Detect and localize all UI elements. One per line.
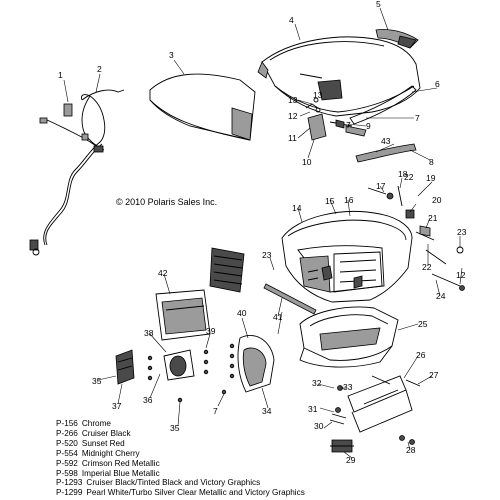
latch bbox=[330, 439, 354, 453]
paint-code: P-598 bbox=[56, 468, 78, 478]
callout-20: 20 bbox=[432, 195, 442, 205]
paint-name: Cruiser Black/Tinted Black and Victory G… bbox=[86, 478, 261, 488]
callout-37: 37 bbox=[112, 401, 122, 411]
paint-code: P-266 bbox=[56, 428, 78, 438]
callout-33: 33 bbox=[343, 382, 353, 392]
paint-code: P-592 bbox=[56, 458, 78, 468]
callout-38: 38 bbox=[144, 328, 154, 338]
callout-22: 22 bbox=[422, 262, 432, 272]
callout-39: 39 bbox=[206, 326, 216, 336]
paint-name: Cruiser Black bbox=[81, 428, 131, 438]
callout-13: 13 bbox=[288, 95, 298, 105]
hinge-assembly bbox=[305, 97, 367, 141]
callout-15: 15 bbox=[325, 196, 335, 206]
speaker-enclosure bbox=[155, 289, 211, 341]
trim-strip bbox=[355, 143, 417, 163]
lid-liner bbox=[149, 73, 256, 141]
callout-7: 7 bbox=[415, 113, 420, 123]
callout-43: 43 bbox=[381, 136, 391, 146]
callout-7c: 7 bbox=[346, 120, 351, 130]
callout-6: 6 bbox=[435, 79, 440, 89]
copyright-notice: © 2010 Polaris Sales Inc. bbox=[116, 197, 217, 207]
paint-name: Sunset Red bbox=[81, 438, 125, 448]
callout-35b: 35 bbox=[170, 423, 180, 433]
callout-19: 19 bbox=[426, 173, 436, 183]
callout-23: 23 bbox=[457, 227, 467, 237]
paint-code: P-1299 bbox=[56, 488, 83, 498]
speaker-grille bbox=[209, 247, 245, 293]
trunk-lid bbox=[257, 36, 421, 117]
callout-5: 5 bbox=[376, 0, 381, 9]
callout-23b: 23 bbox=[262, 250, 272, 260]
paint-name: Chrome bbox=[81, 419, 111, 428]
callout-22b: 22 bbox=[404, 172, 414, 182]
callout-41: 41 bbox=[273, 312, 283, 322]
callout-31: 31 bbox=[308, 404, 318, 414]
callout-27: 27 bbox=[429, 370, 439, 380]
paint-name: Pearl White/Turbo Silver Clear Metallic … bbox=[86, 488, 305, 498]
callout-17: 17 bbox=[376, 181, 386, 191]
paint-code: P-554 bbox=[56, 448, 78, 458]
callout-4: 4 bbox=[289, 15, 294, 25]
trunk-bottom-pan bbox=[299, 306, 399, 368]
paint-code: P-156 bbox=[56, 419, 78, 428]
callout-42: 42 bbox=[158, 268, 168, 278]
hardware bbox=[329, 185, 465, 445]
callout-36: 36 bbox=[143, 395, 153, 405]
callout-28: 28 bbox=[406, 445, 416, 455]
callout-32: 32 bbox=[312, 378, 322, 388]
callout-labels: 1 2 3 4 5 6 7 8 9 10 11 12 13 14 15 16 1… bbox=[58, 0, 467, 465]
leader-lines bbox=[63, 7, 463, 459]
paint-name: Imperial Blue Metallic bbox=[81, 468, 160, 478]
callout-11: 11 bbox=[288, 133, 297, 143]
paint-code: P-520 bbox=[56, 438, 78, 448]
trunk-body bbox=[281, 211, 413, 303]
callout-10: 10 bbox=[302, 157, 312, 167]
support-rod bbox=[263, 283, 317, 315]
callout-3: 3 bbox=[169, 50, 174, 60]
callout-1: 1 bbox=[58, 70, 63, 80]
callout-26: 26 bbox=[416, 350, 426, 360]
paint-name: Crimson Red Metallic bbox=[81, 458, 160, 468]
callout-14: 14 bbox=[292, 203, 302, 213]
callout-34: 34 bbox=[262, 406, 272, 416]
speaker-hardware bbox=[147, 343, 235, 403]
callout-18: 18 bbox=[398, 169, 408, 179]
lid-trim-strip bbox=[375, 29, 419, 49]
callout-40: 40 bbox=[237, 308, 247, 318]
lid-seal bbox=[349, 85, 417, 125]
callout-13b: 13 bbox=[313, 90, 323, 100]
callout-21: 21 bbox=[428, 213, 438, 223]
callout-2: 2 bbox=[97, 64, 102, 74]
wiring-harness bbox=[29, 89, 125, 256]
speakers bbox=[115, 335, 275, 393]
callout-16: 16 bbox=[344, 195, 354, 205]
callout-9: 9 bbox=[366, 121, 371, 131]
mount-bracket bbox=[347, 375, 413, 433]
paint-name: Midnight Cherry bbox=[81, 448, 140, 458]
callout-29: 29 bbox=[346, 455, 356, 465]
callout-24: 24 bbox=[436, 291, 446, 301]
callout-12b: 12 bbox=[456, 270, 466, 280]
callout-8: 8 bbox=[429, 157, 434, 167]
paint-code: P-1293 bbox=[56, 478, 83, 488]
callout-12: 12 bbox=[288, 111, 298, 121]
callout-7b: 7 bbox=[213, 406, 218, 416]
callout-25: 25 bbox=[418, 319, 428, 329]
callout-30: 30 bbox=[314, 421, 324, 431]
callout-35: 35 bbox=[92, 376, 102, 386]
